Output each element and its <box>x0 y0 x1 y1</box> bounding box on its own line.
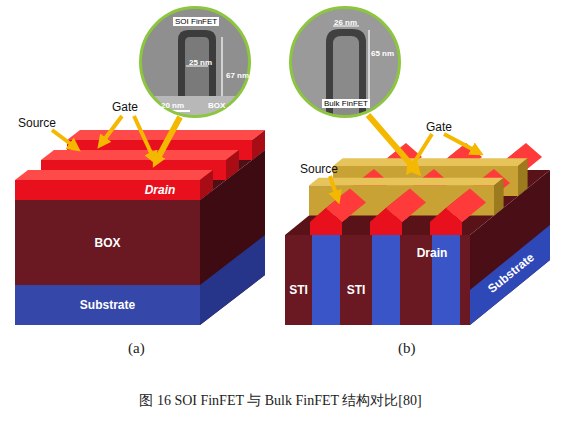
node-text: SOI FinFET <box>173 17 219 26</box>
callout-arrow <box>158 117 180 158</box>
callout-arrow <box>134 116 152 155</box>
soi-block <box>200 150 265 325</box>
node-text: BOX <box>94 236 120 250</box>
bulk-fin <box>310 143 542 222</box>
soi-block <box>15 200 200 285</box>
tem-image <box>178 30 216 96</box>
tem-image <box>368 30 369 100</box>
soi-block <box>15 150 265 325</box>
bulk-block <box>285 235 470 325</box>
tem-image <box>289 6 401 118</box>
soi-block <box>200 235 265 325</box>
node-text: Bulk FinFET <box>322 99 370 108</box>
callout-arrow <box>368 115 414 168</box>
soi-bar <box>15 170 213 180</box>
callout-arrow <box>330 176 336 194</box>
tem-inset: 26 nm 65 nm Bulk FinFET <box>289 6 401 118</box>
bulk-fin <box>310 208 342 235</box>
bulk-gate <box>309 178 504 186</box>
bulk-fin <box>310 169 510 222</box>
callout-arrow <box>444 134 474 150</box>
substrate-layer: Substrate <box>15 285 200 325</box>
callout-arrow <box>52 115 474 194</box>
bulk-gate <box>494 178 504 216</box>
box-layer: BOX <box>15 200 200 285</box>
soi-bar <box>15 130 265 200</box>
node-text: 26 nm <box>334 18 357 27</box>
bulk-block <box>470 225 550 325</box>
node-text: 67 nm <box>226 71 249 80</box>
tem-inset: SOI FinFET 25 nm 67 nm 20 nm BOX <box>139 6 251 118</box>
drain-region: Drain <box>120 180 200 200</box>
soi-bar <box>200 170 213 200</box>
substrate-layer: Substrate <box>473 240 548 306</box>
sti-region: STI <box>285 280 312 300</box>
node-text: 20 nm <box>161 101 184 110</box>
node-text: 25 nm <box>189 58 212 67</box>
bulk-gate <box>333 158 528 166</box>
part-label: Gate <box>426 120 452 134</box>
tem-image <box>139 6 251 118</box>
tem-image <box>168 110 190 112</box>
node-text: Substrate <box>80 298 135 312</box>
part-label: Source <box>300 162 338 176</box>
panel-label: (a) <box>128 340 145 357</box>
node-text: BOX <box>208 101 225 110</box>
bulk-block <box>312 235 340 325</box>
part-label: Source <box>18 116 56 130</box>
soi-bar <box>252 130 265 160</box>
callout-arrow <box>412 134 432 166</box>
soi-bar <box>226 150 239 180</box>
panel-label: (b) <box>398 340 416 357</box>
soi-block <box>15 285 200 325</box>
node-text: 65 nm <box>371 49 394 58</box>
node-text: STI <box>289 283 308 297</box>
bulk-fin <box>430 208 462 235</box>
tem-image <box>221 37 222 96</box>
callout-arrow <box>52 130 72 145</box>
drain-region: Drain <box>402 244 462 262</box>
bulk-block <box>372 235 400 325</box>
callout-arrow <box>104 116 122 140</box>
bulk-gate <box>518 158 528 196</box>
bulk-fin <box>370 208 402 235</box>
part-label: Gate <box>112 100 138 114</box>
tem-image <box>139 96 251 118</box>
soi-bar <box>41 150 239 160</box>
bulk-fin <box>310 189 486 236</box>
sti-region: STI <box>340 280 372 300</box>
node-text: Drain <box>417 246 448 260</box>
figure-caption: 图 16 SOI FinFET 与 Bulk FinFET 结构对比[80] <box>0 392 561 410</box>
node-text: Substrate <box>485 250 537 296</box>
tem-image <box>139 6 251 118</box>
tem-image <box>289 6 401 118</box>
node-text: Drain <box>145 183 176 197</box>
node-text: STI <box>347 283 366 297</box>
soi-bar <box>15 180 200 200</box>
